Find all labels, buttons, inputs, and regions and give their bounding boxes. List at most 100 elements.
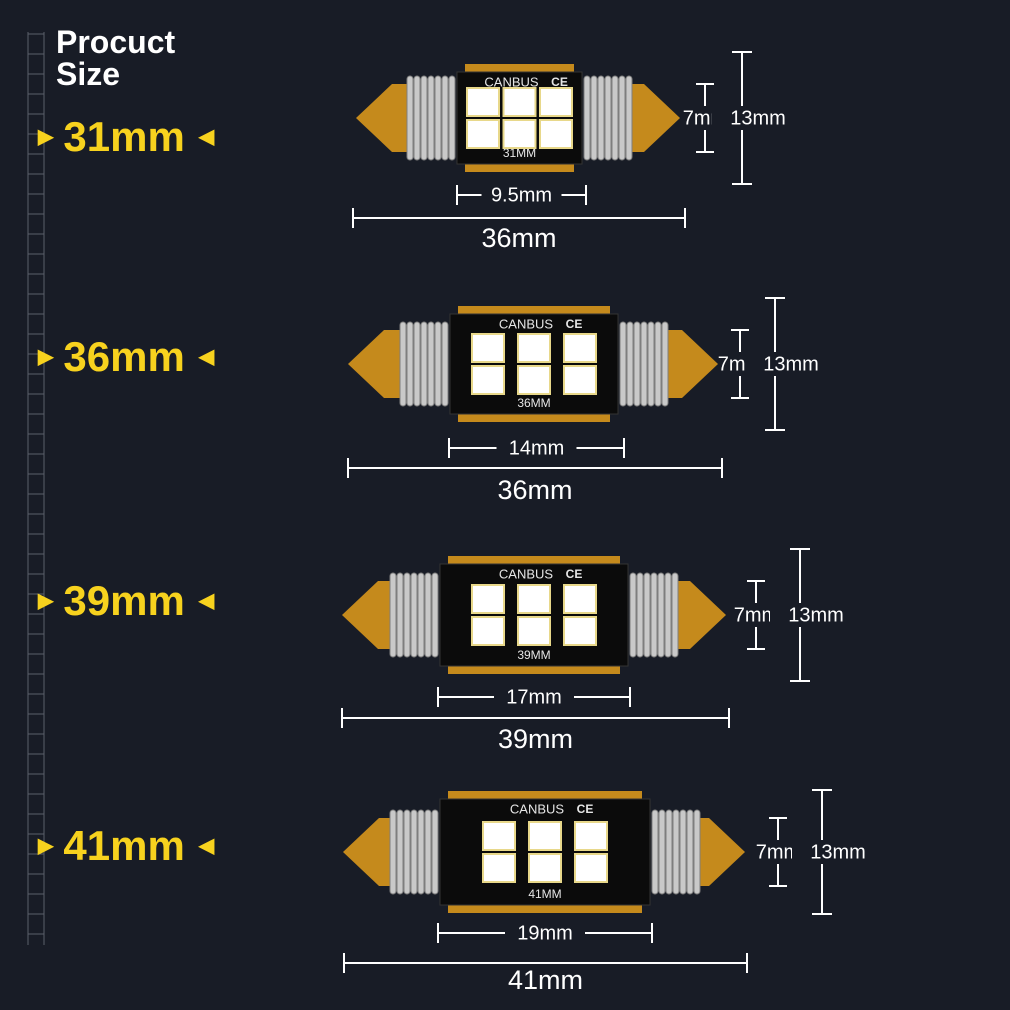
spring-turn — [583, 75, 591, 161]
pcb-brand-text: CANBUS — [510, 801, 565, 816]
spring-turn — [410, 809, 418, 895]
led-chip — [471, 616, 505, 646]
left-spring-coil — [389, 809, 439, 895]
spring-turn — [651, 809, 659, 895]
spring-turn — [427, 321, 435, 407]
label-bg — [494, 685, 574, 709]
led-chip — [517, 584, 551, 614]
led-chip — [574, 821, 608, 851]
total-length-label: 41mm — [508, 965, 583, 995]
spring-turn — [403, 572, 411, 658]
spring-turn — [424, 809, 432, 895]
title-line-1: Procuct — [56, 24, 176, 60]
spring-turn — [650, 572, 658, 658]
total-length-dimension: 41mm — [343, 953, 748, 995]
led-chip — [466, 87, 500, 117]
spring-turn — [431, 809, 439, 895]
spring-turn — [413, 321, 421, 407]
outer-height-label: 13mm — [810, 841, 866, 863]
size-label-text: 31mm — [63, 113, 185, 160]
pcb-width-label: 14mm — [509, 437, 565, 459]
pcb-board — [439, 563, 629, 667]
spring-turn — [679, 809, 687, 895]
size-label-text: 41mm — [63, 822, 185, 869]
spring-turn — [396, 572, 404, 658]
led-chip — [471, 333, 505, 363]
spring-turn — [434, 321, 442, 407]
right-triangle-icon: ▶ — [38, 590, 54, 612]
total-length-label: 36mm — [481, 223, 556, 253]
led-chip — [517, 365, 551, 395]
outer-height-label: 13mm — [788, 604, 844, 626]
spring-turn — [420, 321, 428, 407]
inner-height-label: 7mm — [734, 604, 778, 626]
right-triangle-icon: ▶ — [38, 346, 54, 368]
pcb-board — [449, 313, 619, 415]
title-line-2: Size — [56, 56, 121, 92]
size-label-39mm: ▶ 39mm ◀ — [38, 580, 214, 622]
pcb-brand-text: CANBUS — [484, 74, 539, 89]
spring-turn — [417, 572, 425, 658]
right-spring-coil — [583, 75, 633, 161]
spring-turn — [629, 572, 637, 658]
pcb-model-text: 39MM — [517, 648, 550, 662]
spring-turn — [413, 75, 421, 161]
left-triangle-icon: ◀ — [198, 126, 215, 148]
spring-turn — [643, 572, 651, 658]
ruler-scale — [27, 32, 45, 945]
total-length-dimension: 39mm — [341, 708, 730, 754]
led-chip — [502, 119, 537, 149]
spring-turn — [441, 321, 449, 407]
spring-turn — [693, 809, 701, 895]
pcb-width-label: 19mm — [517, 922, 573, 944]
spring-turn — [671, 572, 679, 658]
led-chip — [502, 87, 537, 117]
led-chip — [517, 333, 551, 363]
led-chip — [482, 853, 516, 883]
pcb-width-dimension: 14mm — [448, 436, 625, 460]
inner-height-label: 7mm — [756, 841, 800, 863]
led-chip — [528, 853, 562, 883]
led-chip — [466, 119, 500, 149]
led-chip — [471, 365, 505, 395]
spring-turn — [654, 321, 662, 407]
label-bg — [712, 106, 772, 130]
spring-turn — [657, 572, 665, 658]
spring-turn — [633, 321, 641, 407]
pcb-model-text: 41MM — [528, 887, 561, 901]
page-title: Procuct Size — [56, 26, 175, 90]
outer-height-label: 13mm — [763, 353, 819, 375]
spring-turn — [665, 809, 673, 895]
spring-turn — [590, 75, 598, 161]
right-spring-coil — [619, 321, 669, 407]
label-bg — [792, 840, 852, 864]
left-spring-coil — [399, 321, 449, 407]
total-length-label: 36mm — [497, 475, 572, 505]
spring-turn — [619, 321, 627, 407]
led-chip — [482, 821, 516, 851]
spring-turn — [403, 809, 411, 895]
spring-turn — [399, 321, 407, 407]
right-end-cap — [666, 330, 718, 398]
led-chip — [471, 584, 505, 614]
spring-turn — [389, 572, 397, 658]
spring-turn — [448, 75, 456, 161]
spring-turn — [410, 572, 418, 658]
spring-turn — [431, 572, 439, 658]
spring-turn — [441, 75, 449, 161]
spring-turn — [640, 321, 648, 407]
pcb-model-text: 31MM — [503, 146, 536, 160]
pcb-width-label: 17mm — [506, 686, 562, 708]
ce-mark-icon: CE — [566, 567, 583, 581]
label-bg — [481, 183, 562, 207]
size-label-31mm: ▶ 31mm ◀ — [38, 116, 214, 158]
spring-turn — [597, 75, 605, 161]
led-chip — [539, 87, 573, 117]
left-triangle-icon: ◀ — [198, 590, 215, 612]
right-end-cap — [630, 84, 680, 152]
pcb-width-dimension: 9.5mm — [456, 183, 587, 207]
